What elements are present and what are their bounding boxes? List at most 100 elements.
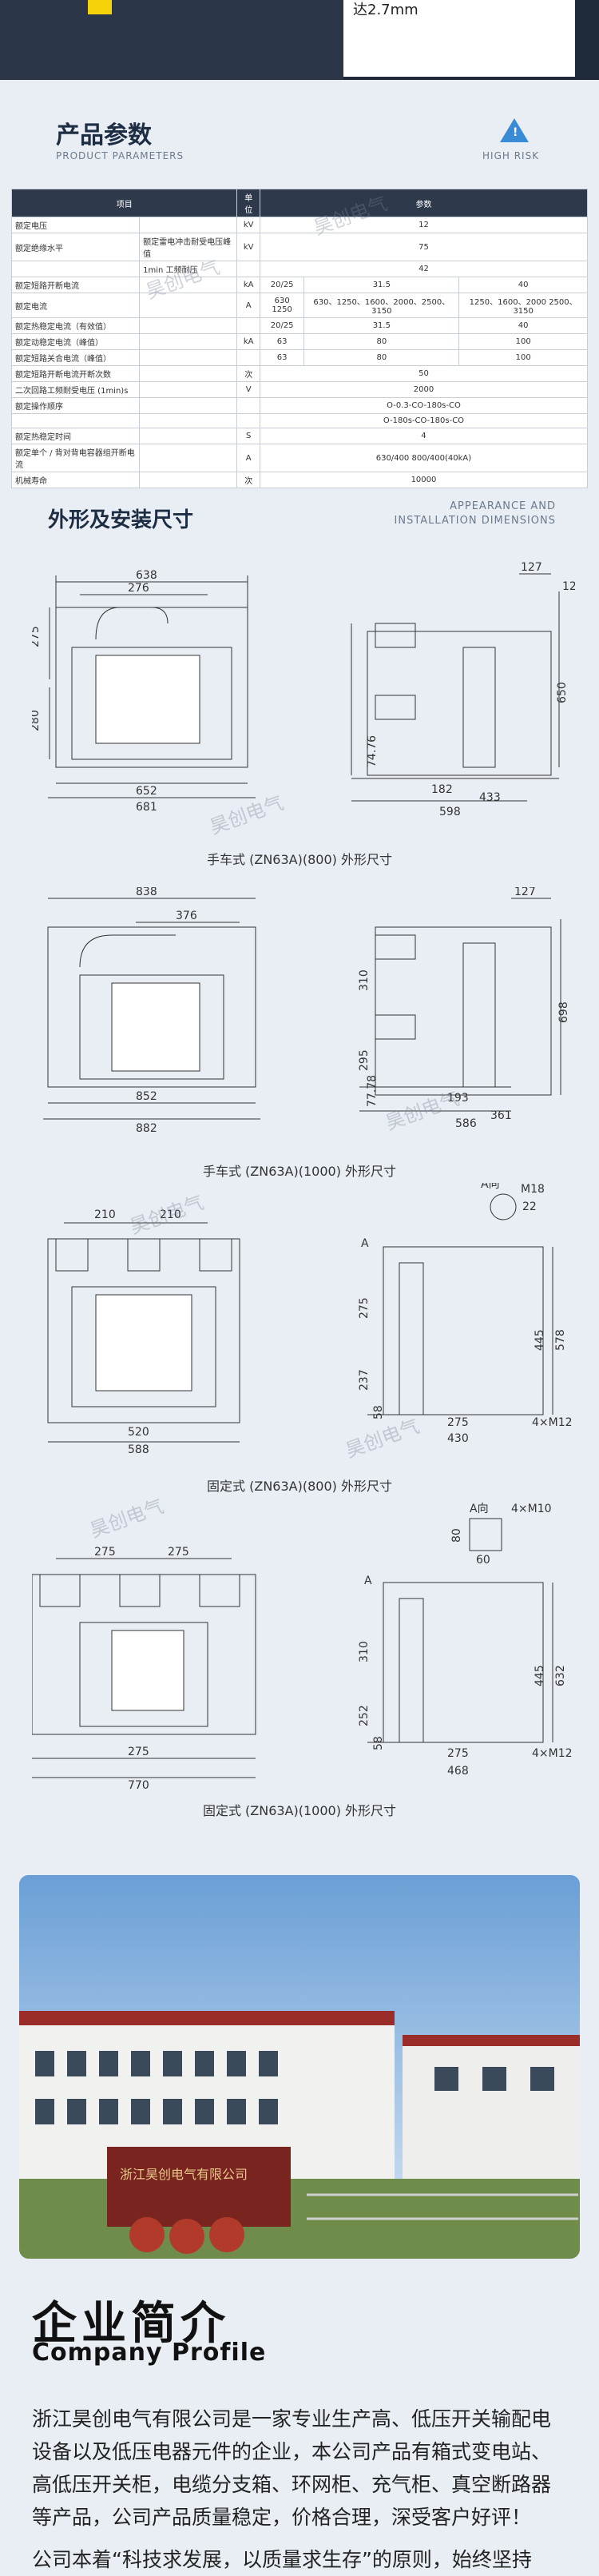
dim-275: 275 — [32, 626, 42, 647]
dim-182: 182 — [431, 783, 453, 796]
dim-598: 598 — [439, 806, 461, 818]
dim-276: 276 — [128, 582, 149, 595]
params-cell: 31.5 — [303, 277, 460, 293]
params-cell — [139, 333, 238, 350]
caption-4: 固定式 (ZN63A)(1000) 外形尺寸 — [202, 1803, 397, 1818]
high-risk-label: HIGH RISK — [482, 150, 540, 161]
dim-310: 310 — [358, 969, 371, 991]
top-banner: 达2.7mm — [0, 0, 599, 80]
dim-193: 193 — [447, 1092, 469, 1105]
dim-m12: 4×M12 — [532, 1416, 573, 1429]
dim-275h: 275 — [447, 1747, 469, 1760]
params-cell: 额定短路开断电流 — [10, 277, 141, 293]
params-cell: 2000 — [259, 381, 589, 398]
dim-445: 445 — [534, 1329, 546, 1351]
spec-box — [343, 0, 575, 77]
params-cell: kV — [236, 217, 260, 233]
params-cell — [139, 317, 238, 334]
params-cell: 1250、1600、2000 2500、3150 — [458, 293, 588, 318]
params-cell — [139, 381, 238, 398]
caption-1: 手车式 (ZN63A)(800) 外形尺寸 — [207, 852, 392, 867]
params-row: 额定操作顺序 O-0.3-CO-180s-CO — [10, 397, 589, 414]
dim-588: 588 — [128, 1443, 149, 1455]
dim-58b: 58 — [372, 1736, 385, 1750]
dim-m12b: 4×M12 — [532, 1747, 573, 1760]
dim-578: 578 — [554, 1329, 567, 1351]
dim-295: 295 — [358, 1049, 371, 1071]
params-header-value: 参数 — [259, 189, 589, 217]
params-cell: 额定电流 — [10, 293, 141, 318]
params-cell — [10, 413, 141, 428]
params-cell: 额定操作顺序 — [10, 397, 141, 414]
dim-652: 652 — [136, 785, 157, 798]
dims-subtitle-1: APPEARANCE AND — [450, 500, 556, 512]
dim-520: 520 — [128, 1426, 149, 1439]
params-cell: 31.5 — [303, 317, 460, 334]
params-cell: 额定热稳定时间 — [10, 428, 141, 444]
dim-586: 586 — [455, 1117, 477, 1130]
dim-252: 252 — [358, 1705, 371, 1726]
params-cell — [139, 349, 238, 366]
dim-445b: 445 — [534, 1665, 546, 1686]
dim-237: 237 — [358, 1369, 371, 1391]
params-cell: 20/25 — [259, 277, 305, 293]
dim-770: 770 — [128, 1779, 149, 1790]
dim-74: 74.76 — [366, 735, 379, 767]
params-cell: 次 — [236, 365, 260, 382]
dim-638: 638 — [136, 569, 157, 582]
dim-430: 430 — [447, 1432, 469, 1445]
dim-275g: 275 — [128, 1746, 149, 1758]
params-cell: 额定绝缘水平 — [10, 233, 141, 261]
caption-3: 固定式 (ZN63A)(800) 外形尺寸 — [207, 1479, 392, 1494]
params-cell: kA — [236, 277, 260, 293]
company-subtitle: Company Profile — [32, 2339, 267, 2367]
params-cell: O-0.3-CO-180s-CO — [259, 397, 589, 414]
params-cell: 20/25 — [259, 317, 305, 334]
high-risk-mark: ! — [513, 126, 518, 139]
dim-77: 77.78 — [366, 1075, 379, 1107]
dim-12: 12 — [562, 580, 575, 593]
dim-310b: 310 — [358, 1641, 371, 1662]
dim-681: 681 — [136, 801, 157, 814]
company-paragraph: 浙江昊创电气有限公司是一家专业生产高、低压开关输配电设备以及低压电器元件的企业，… — [32, 2407, 552, 2529]
params-cell: 额定短路关合电流（峰值） — [10, 349, 141, 366]
params-cell: 630/400 800/400(40kA) — [259, 444, 589, 472]
params-cell: 80 — [303, 349, 460, 366]
params-cell: 机械寿命 — [10, 472, 141, 488]
dim-433: 433 — [479, 791, 501, 804]
params-cell: 80 — [303, 333, 460, 350]
params-cell: 额定单个 / 背对背电容器组开断电流 — [10, 444, 141, 472]
company-paragraph-2: 公司本着“科技求发展，以质量求生存”的原则，始终坚持 — [32, 2548, 532, 2571]
dim-882: 882 — [136, 1122, 157, 1135]
dim-361: 361 — [490, 1109, 512, 1122]
dim-a-dir2: A向 — [470, 1503, 489, 1515]
drawing-handcart-800: 638 276 652 681 275 280 127 12 650 74.76… — [32, 559, 575, 831]
params-cell — [236, 349, 260, 366]
dim-80: 80 — [450, 1528, 463, 1543]
params-cell: 75 — [259, 233, 589, 261]
dims-title: 外形及安装尺寸 — [48, 508, 194, 532]
dim-275c: 275 — [358, 1297, 371, 1319]
params-cell — [139, 293, 238, 318]
params-cell: 63 — [259, 333, 305, 350]
product-photo-strip — [0, 0, 343, 80]
params-cell: 40 — [458, 277, 588, 293]
dim-698: 698 — [557, 1001, 570, 1023]
params-cell: 630、1250、1600、2000、2500、3150 — [303, 293, 460, 318]
caption-2: 手车式 (ZN63A)(1000) 外形尺寸 — [202, 1164, 397, 1179]
params-subtitle: PRODUCT PARAMETERS — [56, 150, 184, 161]
dim-210b: 210 — [160, 1208, 181, 1221]
params-cell: 42 — [259, 261, 589, 277]
drawing-fixed-1000: 275 275 275 770 A A向 4×M10 80 60 310 252… — [32, 1495, 575, 1790]
drawing-handcart-1000: 838 376 852 882 310 295 127 698 77.78 19… — [32, 887, 575, 1143]
company-text: 浙江昊创电气有限公司是一家专业生产高、低压开关输配电设备以及低压电器元件的企业，… — [32, 2403, 567, 2576]
params-cell: 额定雷电冲击耐受电压峰值 — [139, 233, 238, 261]
dim-a2: A — [364, 1575, 372, 1587]
dim-60: 60 — [476, 1554, 490, 1567]
